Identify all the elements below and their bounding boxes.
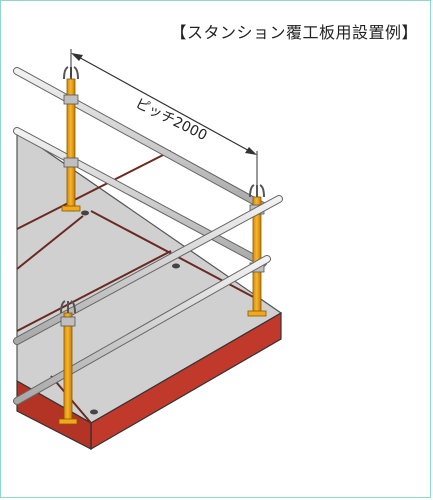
stanchion-post-front <box>58 300 78 425</box>
bolt-hole <box>90 409 98 415</box>
rail-pipe <box>14 128 266 266</box>
cover-plate-deck <box>16 129 283 451</box>
bolt-hole <box>81 210 89 216</box>
guard-rails-back <box>13 67 267 267</box>
rail-pipe <box>14 68 266 209</box>
rail-clamp <box>60 316 76 327</box>
post-base-plate <box>247 310 267 317</box>
rail-clamp <box>63 94 79 105</box>
pitch-dimension <box>70 49 258 185</box>
plate-seam <box>16 150 172 230</box>
bolt-hole <box>172 263 180 269</box>
stanchion-post-back <box>61 66 81 212</box>
rail-clamp <box>63 157 79 168</box>
post-base-plate <box>61 205 81 212</box>
post-base-plate <box>58 418 78 425</box>
post-top-fork <box>249 184 265 198</box>
plate-seam <box>16 215 84 270</box>
dimension-arrow <box>71 53 83 61</box>
rail-pipe <box>14 256 270 404</box>
plate-seam <box>16 250 172 332</box>
diagram-title: 【スタンション覆工板用設置例】 <box>170 23 418 42</box>
post-top-fork <box>60 300 76 314</box>
dimension-arrow <box>245 147 257 155</box>
dimension-line <box>74 54 254 154</box>
